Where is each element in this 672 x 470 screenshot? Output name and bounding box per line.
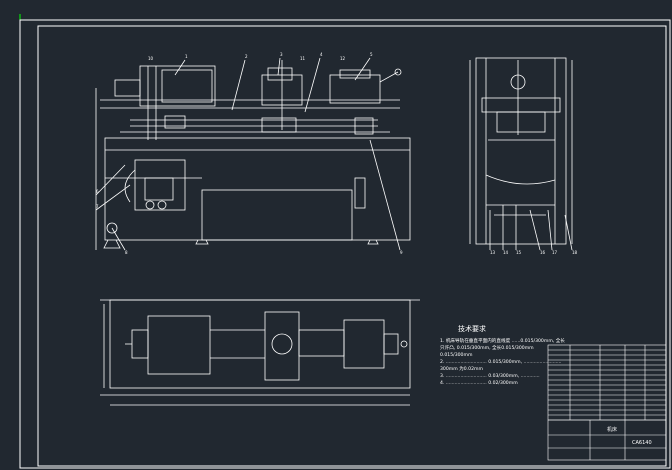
side-chip-tray — [485, 174, 556, 185]
callout-number: 8 — [125, 250, 128, 255]
inner-frame — [37, 25, 667, 467]
callout-number: 12 — [340, 56, 346, 61]
technical-notes: 技术要求 1. 机床导轨在垂直平面内的直线度 ......0.015/300mm… — [440, 324, 565, 386]
callout-number: 13 — [490, 250, 496, 255]
front-view — [95, 57, 411, 251]
outer-frame — [19, 19, 671, 469]
callout-number: 4 — [320, 52, 323, 57]
callout-number: 2 — [245, 54, 248, 59]
title-name-cell: 机床 — [607, 426, 617, 433]
tool-post — [267, 67, 293, 81]
bed-cabinet-recess — [201, 189, 353, 241]
title-code-cell: CA6140 — [632, 440, 652, 446]
callout-number: 11 — [300, 56, 306, 61]
callout-number: 15 — [516, 250, 522, 255]
title-block: 机床 CA6140 — [547, 344, 667, 461]
motor-body — [144, 177, 174, 201]
callout-number: 9 — [400, 250, 403, 255]
foot-left — [103, 239, 121, 249]
note-line: 只许凸, 0.015/300mm, 全长0.015/300mm — [440, 344, 534, 351]
notes-title: 技术要求 — [458, 324, 486, 333]
side-view-outline — [475, 57, 567, 245]
callout-number: 14 — [503, 250, 509, 255]
callout-number: 5 — [370, 52, 373, 57]
drawing-frame — [19, 19, 671, 469]
callout-number: 3 — [280, 52, 283, 57]
bed-side-panel — [354, 177, 366, 209]
callout-number: 16 — [540, 250, 546, 255]
note-line: 2. ............................ 0.015/30… — [440, 359, 562, 365]
tailstock — [329, 74, 381, 104]
belt-guard — [124, 169, 136, 203]
callout-number: 10 — [148, 56, 154, 61]
top-view — [100, 299, 420, 406]
callout-number: 6 — [96, 189, 99, 194]
callout-number: 7 — [96, 204, 99, 209]
note-line: 1. 机床导轨在垂直平面内的直线度 ......0.015/300mm, 全长 — [440, 337, 565, 344]
top-chuck — [271, 333, 293, 355]
note-line: 4. ............................ 0.02/300… — [440, 380, 518, 386]
callout-number: 1 — [185, 54, 188, 59]
spindle-chuck — [114, 79, 141, 97]
note-line: 0.015/300mm — [440, 352, 473, 358]
side-view — [469, 57, 573, 251]
note-line: 3. ............................ 0.03/300… — [440, 373, 540, 379]
callout-number: 17 — [552, 250, 558, 255]
note-line: 300mm 为0.02mm — [440, 365, 483, 372]
callout-number: 18 — [572, 250, 578, 255]
motor-housing — [134, 159, 186, 211]
parts-list-table — [547, 344, 667, 461]
